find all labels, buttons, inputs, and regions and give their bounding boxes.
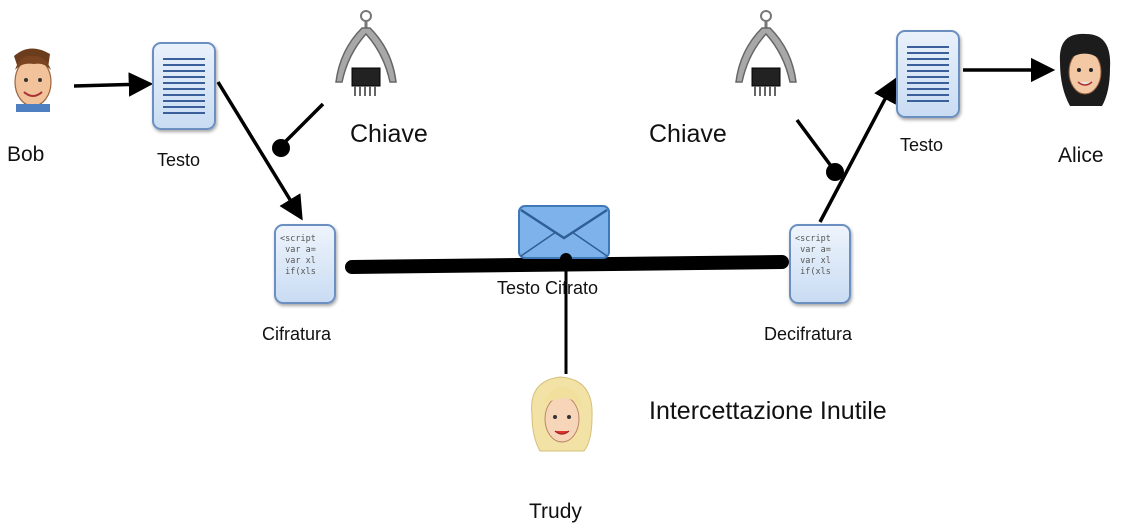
bob-avatar-icon bbox=[14, 48, 52, 112]
key-right-connector bbox=[795, 118, 836, 172]
script-icon: <script var a= var xl if(xls bbox=[274, 224, 336, 304]
caliper-key-icon bbox=[735, 10, 797, 96]
channel-trudy-junction bbox=[560, 253, 572, 265]
key-right-label: Chiave bbox=[649, 120, 727, 148]
key-left-connector bbox=[279, 102, 325, 148]
trudy-avatar-icon bbox=[531, 376, 593, 452]
encryption-label: Cifratura bbox=[262, 324, 332, 344]
caliper-key-icon bbox=[335, 10, 397, 96]
document-icon bbox=[152, 42, 216, 130]
receiver-label: Alice bbox=[1058, 144, 1104, 167]
decryption-label: Decifratura bbox=[764, 324, 853, 344]
script-icon: <script var a= var xl if(xls bbox=[789, 224, 851, 304]
ciphertext-label: Testo Cifrato bbox=[497, 278, 599, 298]
key-left-junction bbox=[272, 139, 290, 157]
plaintext-left-label: Testo bbox=[157, 150, 201, 170]
eavesdropper-label: Trudy bbox=[529, 500, 582, 523]
arrow-decryption-to-text bbox=[818, 77, 897, 223]
document-icon bbox=[896, 30, 960, 118]
plaintext-right-label: Testo bbox=[900, 135, 944, 155]
arrow-text-to-encryption bbox=[216, 81, 303, 221]
sender-label: Bob bbox=[7, 143, 45, 166]
key-left-label: Chiave bbox=[350, 120, 428, 148]
arrow-bob-to-text bbox=[73, 72, 154, 97]
interception-label: Intercettazione Inutile bbox=[649, 397, 887, 425]
envelope-icon bbox=[518, 205, 610, 259]
alice-avatar-icon bbox=[1059, 33, 1111, 106]
key-right-junction bbox=[826, 163, 844, 181]
